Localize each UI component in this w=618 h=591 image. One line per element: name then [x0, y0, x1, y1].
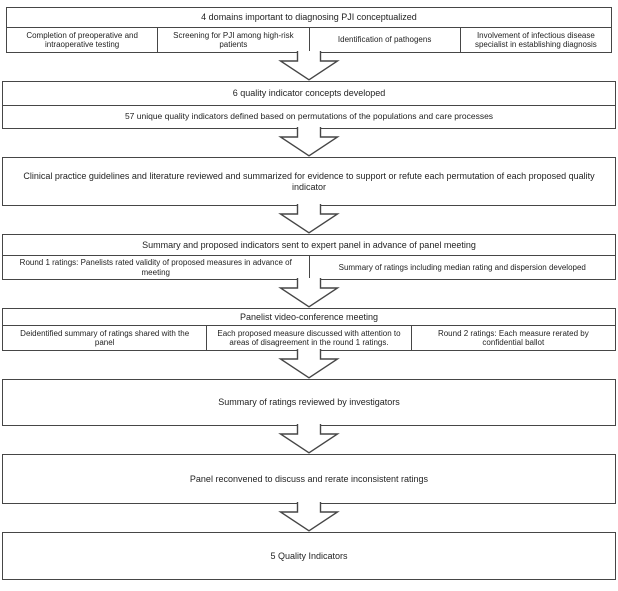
- stage-cell: Round 2 ratings: Each measure rerated by…: [410, 326, 615, 350]
- stage-cell: Identification of pathogens: [308, 28, 460, 52]
- down-arrow-icon: [278, 127, 340, 157]
- stage-domains-cells: Completion of preoperative and intraoper…: [7, 27, 611, 52]
- stage-cell: 57 unique quality indicators defined bas…: [124, 111, 494, 122]
- flow-arrow: [2, 349, 616, 379]
- flow-arrow: [2, 502, 616, 532]
- stage-video-conference: Panelist video-conference meeting Deiden…: [2, 308, 616, 351]
- down-arrow-icon: [278, 349, 340, 379]
- down-arrow-icon: [278, 204, 340, 234]
- flow-arrow: [2, 278, 616, 308]
- stage-literature-review: Clinical practice guidelines and literat…: [2, 157, 616, 206]
- down-arrow-icon: [278, 424, 340, 454]
- flow-arrow: [2, 51, 616, 81]
- flow-arrow: [2, 204, 616, 234]
- stage-concepts-header: 6 quality indicator concepts developed: [232, 88, 386, 99]
- stage-expert-panel: Summary and proposed indicators sent to …: [2, 234, 616, 280]
- stage-expert-panel-cells: Round 1 ratings: Panelists rated validit…: [3, 255, 615, 279]
- stage-expert-panel-header: Summary and proposed indicators sent to …: [142, 239, 476, 250]
- down-arrow-icon: [278, 502, 340, 532]
- stage-domains: 4 domains important to diagnosing PJI co…: [6, 7, 612, 53]
- stage-cell: Involvement of infectious disease specia…: [459, 28, 611, 52]
- stage-final-indicators: 5 Quality Indicators: [2, 532, 616, 580]
- stage-concepts-cells: 57 unique quality indicators defined bas…: [3, 105, 615, 128]
- down-arrow-icon: [278, 278, 340, 308]
- stage-panel-reconvened: Panel reconvened to discuss and rerate i…: [2, 454, 616, 504]
- flow-arrow: [2, 424, 616, 454]
- stage-cell: Summary of ratings including median rati…: [308, 256, 616, 279]
- stage-cell: Screening for PJI among high-risk patien…: [157, 28, 308, 52]
- stage-cell: Each proposed measure discussed with att…: [206, 326, 410, 350]
- stage-cell: Deidentified summary of ratings shared w…: [20, 328, 190, 348]
- stage-cell: Completion of preoperative and intraoper…: [26, 30, 138, 50]
- down-arrow-icon: [278, 51, 340, 81]
- stage-video-conference-header: Panelist video-conference meeting: [239, 311, 379, 322]
- stage-domains-header: 4 domains important to diagnosing PJI co…: [201, 12, 417, 23]
- stage-ratings-review: Summary of ratings reviewed by investiga…: [2, 379, 616, 426]
- stage-cell: Round 1 ratings: Panelists rated validit…: [19, 258, 292, 277]
- stage-video-conference-cells: Deidentified summary of ratings shared w…: [3, 325, 615, 350]
- flow-arrow: [2, 127, 616, 157]
- stage-concepts: 6 quality indicator concepts developed 5…: [2, 81, 616, 129]
